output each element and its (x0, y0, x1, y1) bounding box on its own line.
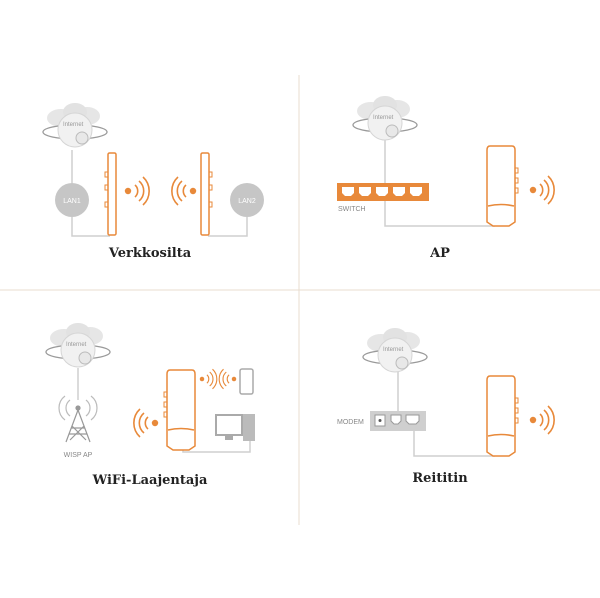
modem-icon (370, 411, 426, 431)
quadrant-ap: Internet SWITCH AP (337, 95, 555, 261)
signal-waves-icon (528, 175, 555, 205)
wisp-ap-label: WISP AP (64, 452, 93, 459)
lan1-node (55, 183, 89, 217)
internet-globe-icon: Internet (362, 327, 428, 373)
lan1-label: LAN1 (63, 198, 81, 205)
mode-title: Reititin (412, 471, 468, 486)
mode-title: WiFi-Laajentaja (92, 473, 208, 488)
svg-text:Internet: Internet (63, 122, 84, 128)
lan2-node (230, 183, 264, 217)
svg-text:Internet: Internet (373, 115, 394, 121)
mode-title: AP (429, 246, 450, 261)
cpe-icon (486, 145, 519, 227)
quadrant-bridge: Internet LAN1 LAN2 Verkkosilta (42, 102, 264, 261)
signal-waves-icon (133, 408, 159, 438)
quadrant-wifi-extender: Internet WISP AP WiFi-Laajentaja (45, 322, 255, 488)
lan2-label: LAN2 (238, 198, 256, 205)
internet-globe-icon: Internet (45, 322, 111, 368)
cpe-left-icon (104, 152, 117, 236)
internet-globe-icon: Internet (42, 102, 108, 148)
cpe-right-icon (200, 152, 213, 236)
signal-waves-icon (171, 176, 197, 206)
wisp-tower-icon (58, 395, 98, 443)
cpe-icon (486, 375, 519, 457)
svg-text:Internet: Internet (383, 347, 404, 353)
switch-icon (337, 183, 429, 201)
signal-waves-icon (124, 176, 150, 206)
switch-label: SWITCH (338, 206, 366, 213)
mode-title: Verkkosilta (108, 246, 192, 261)
computer-icon (215, 414, 255, 441)
signal-waves-icon (218, 368, 237, 390)
modem-label: MODEM (337, 419, 364, 426)
svg-text:Internet: Internet (66, 342, 87, 348)
quadrant-router: Internet MODEM Reititin (337, 327, 555, 486)
signal-waves-icon (528, 405, 555, 435)
internet-globe-icon: Internet (352, 95, 418, 141)
phone-icon (239, 368, 254, 395)
signal-waves-icon (199, 368, 218, 390)
cpe-icon (163, 369, 196, 451)
